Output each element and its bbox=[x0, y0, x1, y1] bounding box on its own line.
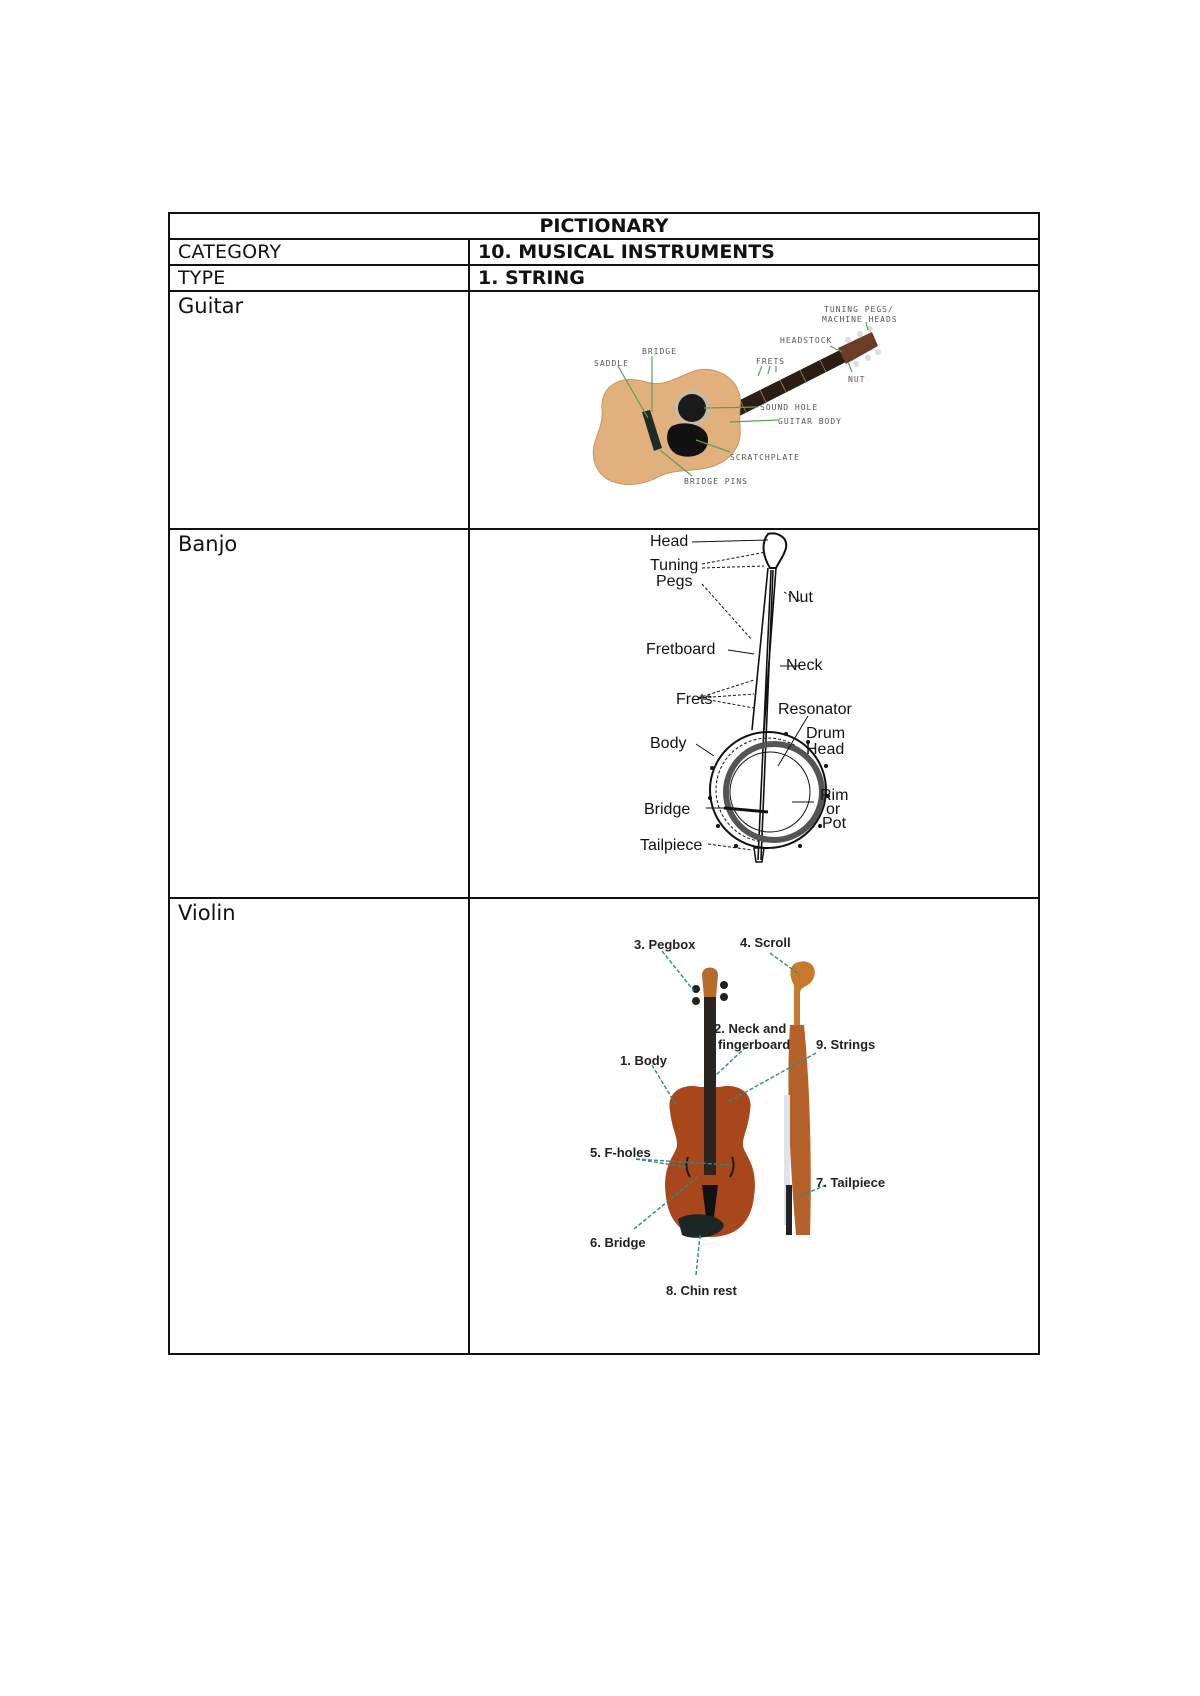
svg-text:Neck: Neck bbox=[786, 657, 823, 674]
svg-text:Pegs: Pegs bbox=[656, 573, 692, 590]
svg-text:8. Chin rest: 8. Chin rest bbox=[666, 1283, 737, 1298]
banjo-diagram: Head Tuning Pegs Nut Fretboard Neck Fret… bbox=[640, 530, 890, 890]
instrument-row-banjo: Banjo bbox=[168, 528, 1041, 899]
violin-diagram: 3. Pegbox 4. Scroll 2. Neck and fingerbo… bbox=[590, 935, 910, 1315]
banjo-illustration: Head Tuning Pegs Nut Fretboard Neck Fret… bbox=[640, 532, 852, 863]
svg-text:9. Strings: 9. Strings bbox=[816, 1037, 875, 1052]
pictionary-table: PICTIONARY CATEGORY 10. MUSICAL INSTRUME… bbox=[167, 212, 1041, 1355]
category-label: CATEGORY bbox=[168, 238, 470, 266]
svg-text:BRIDGE PINS: BRIDGE PINS bbox=[684, 477, 748, 486]
type-value: 1. STRING bbox=[467, 264, 1041, 292]
svg-text:Drum: Drum bbox=[806, 725, 845, 742]
svg-text:5. F-holes: 5. F-holes bbox=[590, 1145, 651, 1160]
svg-text:6. Bridge: 6. Bridge bbox=[590, 1235, 646, 1250]
svg-text:Head: Head bbox=[650, 533, 688, 550]
instrument-name: Violin bbox=[168, 897, 470, 1355]
svg-text:Frets: Frets bbox=[676, 691, 712, 708]
svg-text:Bridge: Bridge bbox=[644, 801, 690, 818]
svg-text:Body: Body bbox=[650, 735, 686, 752]
svg-text:Pot: Pot bbox=[822, 815, 847, 832]
svg-text:Rim: Rim bbox=[820, 787, 848, 804]
instrument-name: Banjo bbox=[168, 528, 470, 899]
guitar-diagram-cell: TUNING PEGS/ MACHINE HEADS HEADSTOCK BRI… bbox=[467, 290, 1041, 530]
svg-text:HEADSTOCK: HEADSTOCK bbox=[780, 336, 832, 345]
svg-text:7. Tailpiece: 7. Tailpiece bbox=[816, 1175, 885, 1190]
guitar-diagram: TUNING PEGS/ MACHINE HEADS HEADSTOCK BRI… bbox=[580, 300, 900, 515]
svg-text:SCRATCHPLATE: SCRATCHPLATE bbox=[730, 453, 800, 462]
svg-text:1. Body: 1. Body bbox=[620, 1053, 668, 1068]
svg-text:BRIDGE: BRIDGE bbox=[642, 347, 677, 356]
svg-text:Resonator: Resonator bbox=[778, 701, 852, 718]
svg-text:Fretboard: Fretboard bbox=[646, 641, 715, 658]
svg-text:2. Neck and: 2. Neck and bbox=[714, 1021, 786, 1036]
table-title: PICTIONARY bbox=[167, 212, 1041, 240]
violin-diagram-cell: 3. Pegbox 4. Scroll 2. Neck and fingerbo… bbox=[467, 897, 1041, 1355]
instrument-row-violin: Violin bbox=[168, 897, 1041, 1355]
svg-text:4. Scroll: 4. Scroll bbox=[740, 935, 791, 950]
svg-text:SADDLE: SADDLE bbox=[594, 359, 629, 368]
banjo-diagram-cell: Head Tuning Pegs Nut Fretboard Neck Fret… bbox=[467, 528, 1041, 899]
category-value: 10. MUSICAL INSTRUMENTS bbox=[467, 238, 1041, 266]
instrument-row-guitar: Guitar bbox=[168, 290, 1041, 530]
svg-text:3. Pegbox: 3. Pegbox bbox=[634, 937, 696, 952]
svg-text:NUT: NUT bbox=[848, 375, 865, 384]
svg-text:or: or bbox=[826, 801, 841, 818]
svg-text:Tuning: Tuning bbox=[650, 557, 698, 574]
svg-text:GUITAR BODY: GUITAR BODY bbox=[778, 417, 842, 426]
svg-text:Tailpiece: Tailpiece bbox=[640, 837, 702, 854]
svg-text:FRETS: FRETS bbox=[756, 357, 785, 366]
svg-text:fingerboard: fingerboard bbox=[718, 1037, 790, 1052]
svg-text:MACHINE HEADS: MACHINE HEADS bbox=[822, 315, 898, 324]
svg-text:TUNING PEGS/: TUNING PEGS/ bbox=[824, 305, 894, 314]
type-row: TYPE 1. STRING bbox=[168, 264, 1041, 292]
category-row: CATEGORY 10. MUSICAL INSTRUMENTS bbox=[168, 238, 1041, 266]
violin-illustration: 3. Pegbox 4. Scroll 2. Neck and fingerbo… bbox=[590, 935, 885, 1298]
svg-text:Nut: Nut bbox=[788, 589, 813, 606]
svg-text:Head: Head bbox=[806, 741, 844, 758]
svg-text:SOUND HOLE: SOUND HOLE bbox=[760, 403, 818, 412]
instrument-name: Guitar bbox=[168, 290, 470, 530]
guitar-illustration: TUNING PEGS/ MACHINE HEADS HEADSTOCK BRI… bbox=[592, 305, 898, 486]
type-label: TYPE bbox=[168, 264, 470, 292]
